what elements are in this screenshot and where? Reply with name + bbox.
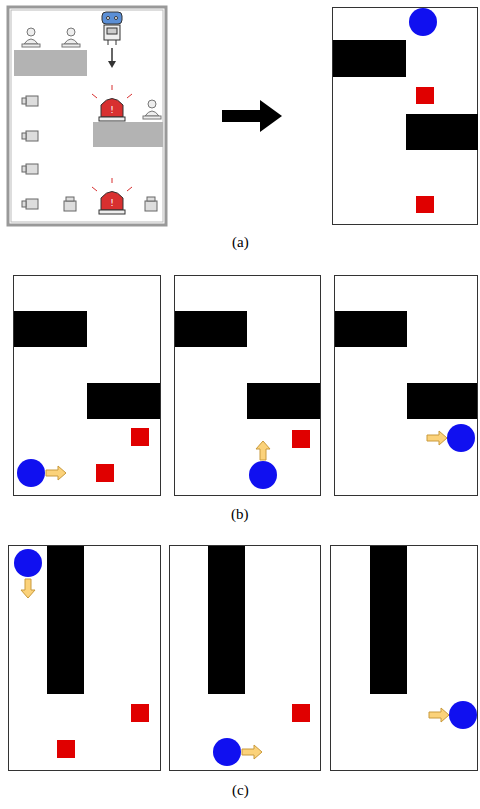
- agents: [14, 424, 477, 766]
- panel-label: (a): [232, 233, 249, 251]
- panel-label: (b): [231, 505, 249, 523]
- move-arrows: [21, 431, 449, 759]
- targets: [57, 428, 310, 758]
- alarm-glyph: !: [110, 198, 114, 208]
- grid-panel: [333, 8, 479, 225]
- panel-frames: [9, 276, 478, 771]
- panel-label: (c): [232, 781, 249, 799]
- transform-arrow: [222, 100, 282, 132]
- alarm-glyph: !: [110, 105, 114, 115]
- walls: [14, 311, 477, 694]
- environment-panel: ! !: [8, 7, 166, 225]
